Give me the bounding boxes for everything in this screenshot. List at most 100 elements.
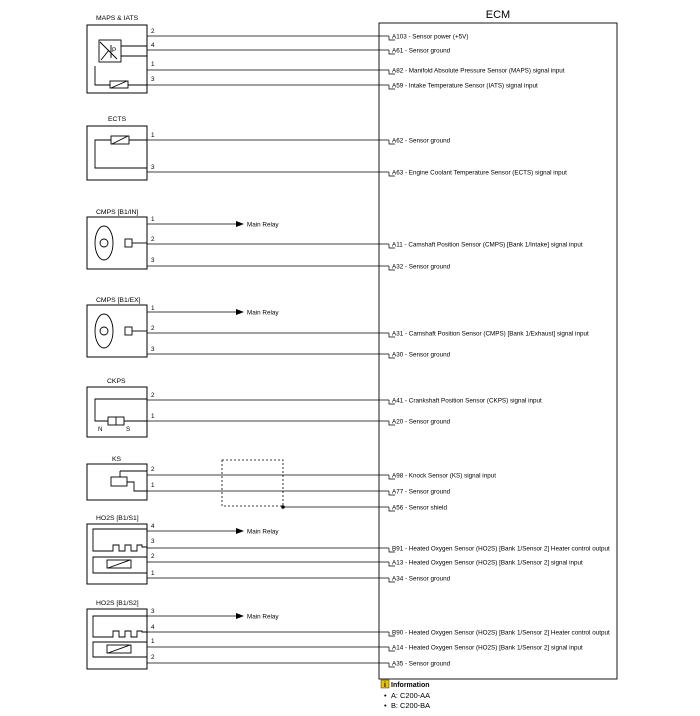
ckps-pole-s-label: S — [126, 426, 130, 433]
pin-number: 3 — [151, 538, 155, 545]
info-icon-glyph: i — [384, 682, 386, 689]
ecm-terminal-label: A82 - Manifold Absolute Pressure Sensor … — [392, 68, 565, 75]
component-name: ECTS — [108, 116, 127, 123]
terminal-tab — [388, 548, 395, 553]
pin-number: 1 — [151, 413, 155, 420]
arrow-right-icon — [236, 221, 244, 227]
ckps-pole-n-label: N — [98, 426, 103, 433]
ckps-box — [86, 386, 148, 438]
terminal-tab — [388, 333, 395, 338]
info-bullet: • — [384, 691, 387, 700]
ecm-terminal-label: A77 - Sensor ground — [392, 489, 451, 496]
ecm-terminal-label: B90 - Heated Oxygen Sensor (HO2S) [Bank … — [392, 630, 610, 637]
info-bullet: • — [384, 701, 387, 710]
ecm-terminal-label: A61 - Sensor ground — [392, 48, 451, 55]
ho2s-s1-box — [86, 523, 148, 585]
terminal-tab — [388, 421, 395, 426]
maps-symbol-label: P — [112, 47, 116, 54]
pin-number: 3 — [151, 346, 155, 353]
terminal-tab — [388, 578, 395, 583]
pin-number: 2 — [151, 236, 155, 243]
pin-number: 2 — [151, 392, 155, 399]
maps-sensor-symbol: P — [98, 39, 147, 63]
pin-number: 3 — [151, 164, 155, 171]
arrow-right-icon — [236, 309, 244, 315]
relay-label: Main Relay — [247, 529, 279, 536]
cmps-ex-sensor-symbol — [94, 313, 147, 349]
pin-number: 4 — [151, 624, 155, 631]
terminal-tab — [388, 632, 395, 637]
terminal-tab — [388, 354, 395, 359]
component-name: CMPS [B1/EX] — [96, 297, 141, 304]
info-item: A: C200-AA — [391, 691, 430, 700]
ks-sensor-symbol — [110, 470, 147, 492]
ks-shield — [221, 459, 389, 509]
wires-layer — [147, 35, 389, 664]
pin-number: 1 — [151, 132, 155, 139]
terminal-tab — [388, 663, 395, 668]
pin-number: 3 — [151, 76, 155, 83]
pin-number: 4 — [151, 42, 155, 49]
terminal-tab — [388, 70, 395, 75]
info-title: Information — [391, 682, 430, 689]
iats-thermistor-symbol — [94, 66, 147, 89]
pin-number: 1 — [151, 61, 155, 68]
pin-number: 2 — [151, 466, 155, 473]
ecm-terminal-label: A35 - Sensor ground — [392, 661, 451, 668]
terminal-tab — [388, 491, 395, 496]
ho2s-s2-sensor-symbol — [92, 615, 147, 658]
terminal-tab — [388, 50, 395, 55]
terminal-tab — [388, 244, 395, 249]
ecm-terminal-label: A103 - Sensor power (+5V) — [392, 34, 468, 41]
information-section: i Information • A: C200-AA • B: C200-BA — [380, 679, 430, 710]
pin-number: 2 — [151, 654, 155, 661]
ecm-terminal-label: A41 - Crankshaft Position Sensor (CKPS) … — [392, 398, 542, 405]
pin-number: 1 — [151, 482, 155, 489]
info-icon — [380, 679, 390, 689]
terminal-tab — [388, 647, 395, 652]
terminal-tab — [388, 400, 395, 405]
component-name: CKPS — [107, 378, 126, 385]
ho2s-s2-box — [86, 608, 148, 670]
component-name: KS — [112, 456, 122, 463]
ecm-terminal-label: A30 - Sensor ground — [392, 352, 451, 359]
terminal-tab — [388, 36, 395, 41]
terminal-tab — [388, 562, 395, 567]
ecm-terminal-label: A98 - Knock Sensor (KS) signal input — [392, 473, 496, 480]
component-name: CMPS [B1/IN] — [96, 209, 138, 216]
pin-number: 2 — [151, 325, 155, 332]
pin-number: 2 — [151, 553, 155, 560]
ecm-terminal-label: B91 - Heated Oxygen Sensor (HO2S) [Bank … — [392, 546, 610, 553]
ecm-terminal-label: A62 - Sensor ground — [392, 138, 451, 145]
ecm-terminal-label: A32 - Sensor ground — [392, 264, 451, 271]
ecm-terminal-label: A20 - Sensor ground — [392, 419, 451, 426]
terminal-tab — [388, 140, 395, 145]
relay-label: Main Relay — [247, 310, 279, 317]
ecm-terminal-label: A34 - Sensor ground — [392, 576, 451, 583]
ecm-terminal-label: A11 - Camshaft Position Sensor (CMPS) [B… — [392, 242, 583, 249]
component-name: HO2S [B1/S2] — [96, 600, 139, 607]
ects-thermistor-symbol — [94, 135, 147, 169]
pin-number: 4 — [151, 523, 155, 530]
pin-number: 3 — [151, 257, 155, 264]
ckps-sensor-symbol — [94, 398, 147, 426]
ecm-terminal-label: A59 - Intake Temperature Sensor (IATS) s… — [392, 83, 538, 90]
pin-number: 3 — [151, 608, 155, 615]
pin-number: 1 — [151, 570, 155, 577]
ecm-terminal-label: A14 - Heated Oxygen Sensor (HO2S) [Bank … — [392, 645, 583, 652]
pin-number: 1 — [151, 638, 155, 645]
component-name: MAPS & IATS — [96, 15, 139, 22]
terminal-tab — [388, 475, 395, 480]
pin-number: 1 — [151, 216, 155, 223]
pin-number: 2 — [151, 28, 155, 35]
ecm-terminal-label: A56 - Sensor shield — [392, 505, 447, 512]
info-item: B: C200-BA — [391, 701, 430, 710]
maps-iats-box — [86, 24, 148, 94]
cmps-in-sensor-symbol — [94, 225, 147, 261]
ho2s-s1-sensor-symbol — [92, 528, 147, 574]
terminal-tab — [388, 266, 395, 271]
ks-box — [86, 463, 148, 501]
